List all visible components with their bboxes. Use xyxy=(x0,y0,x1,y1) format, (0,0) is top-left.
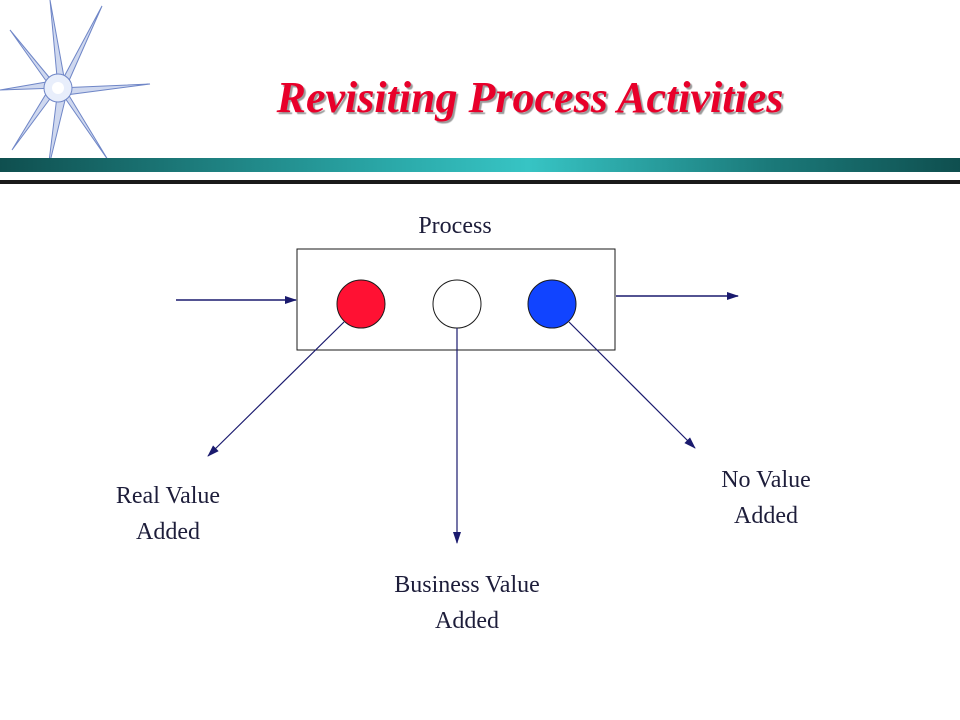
real-value-label-line1: Real Value xyxy=(115,483,221,509)
title-divider-line xyxy=(0,180,960,184)
no-value-pointer-arrow xyxy=(568,321,696,449)
real-value-activity-circle xyxy=(336,279,386,329)
business-value-label: Business Value Added xyxy=(352,567,582,639)
no-value-label-line1: No Value xyxy=(721,467,811,493)
title-divider-bar xyxy=(0,158,960,172)
real-value-label-line2: Added xyxy=(136,519,200,545)
star-logo-icon xyxy=(0,0,151,171)
business-value-label-line1: Business Value xyxy=(394,572,540,598)
slide-title: Revisiting Process Activities xyxy=(276,73,784,122)
no-value-activity-circle xyxy=(527,279,577,329)
business-value-label-line2: Added xyxy=(435,608,499,634)
real-value-pointer-arrow xyxy=(207,321,345,457)
no-value-label: No Value Added xyxy=(676,462,856,534)
no-value-label-line2: Added xyxy=(734,503,798,529)
process-label: Process xyxy=(418,213,492,239)
real-value-label: Real Value Added xyxy=(78,478,258,550)
business-value-activity-circle xyxy=(432,279,482,329)
